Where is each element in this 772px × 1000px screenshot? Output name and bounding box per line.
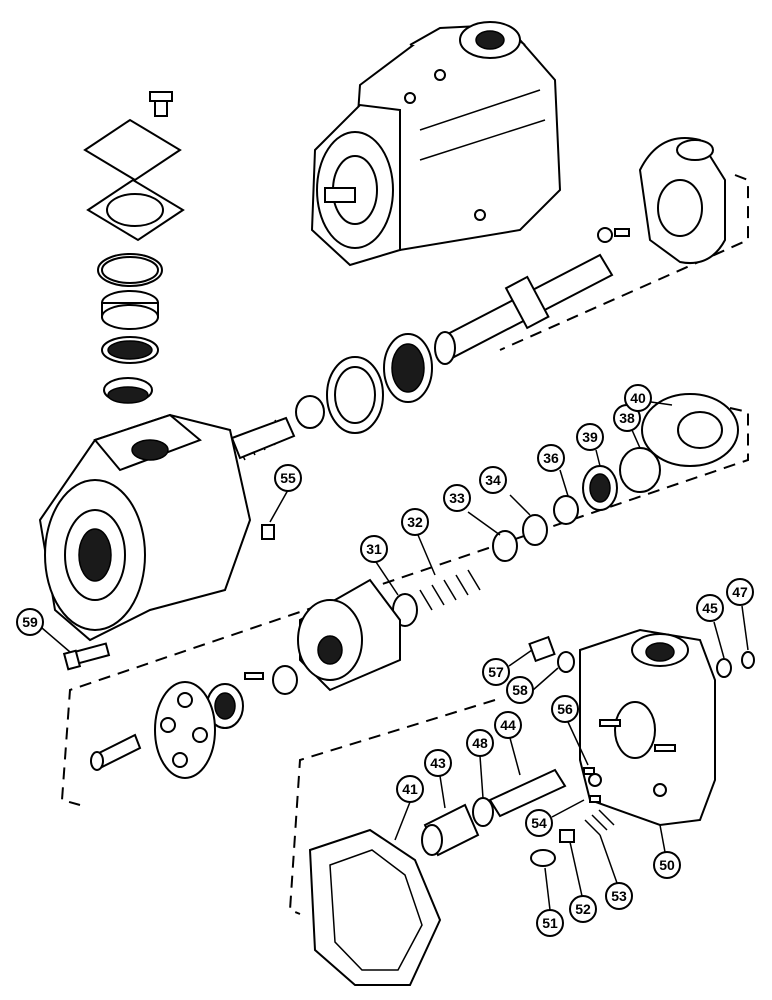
callout-43: 43 xyxy=(424,749,452,777)
callout-58: 58 xyxy=(506,676,534,704)
assembled-pump xyxy=(310,21,562,267)
rotating-group-parts xyxy=(90,393,739,779)
svg-text:58: 58 xyxy=(512,682,528,698)
svg-text:33: 33 xyxy=(449,490,465,506)
svg-text:55: 55 xyxy=(280,470,296,486)
pump-housing xyxy=(38,413,275,642)
leader-lines xyxy=(41,401,749,911)
callout-52: 52 xyxy=(569,895,597,923)
svg-text:50: 50 xyxy=(659,857,675,873)
svg-text:45: 45 xyxy=(702,600,718,616)
svg-text:40: 40 xyxy=(630,390,646,406)
callout-48: 48 xyxy=(466,729,494,757)
end-cover xyxy=(528,628,755,867)
svg-text:38: 38 xyxy=(619,410,635,426)
callout-51: 51 xyxy=(536,909,564,937)
spool-and-gasket xyxy=(308,768,567,986)
callout-53: 53 xyxy=(605,882,633,910)
swashplate xyxy=(597,137,726,264)
svg-text:52: 52 xyxy=(575,901,591,917)
callout-36: 36 xyxy=(537,444,565,472)
svg-text:47: 47 xyxy=(732,584,748,600)
svg-text:44: 44 xyxy=(500,717,516,733)
callout-54: 54 xyxy=(525,809,553,837)
group-outlines xyxy=(60,174,749,915)
svg-text:32: 32 xyxy=(407,514,423,530)
callout-39: 39 xyxy=(576,423,604,451)
callout-41: 41 xyxy=(396,775,424,803)
cover-stack xyxy=(83,91,185,404)
callout-40: 40 xyxy=(624,384,652,412)
bolt-59 xyxy=(62,642,111,671)
callout-56: 56 xyxy=(551,695,579,723)
callout-34: 34 xyxy=(479,466,507,494)
callout-57: 57 xyxy=(482,658,510,686)
svg-text:57: 57 xyxy=(488,664,504,680)
svg-text:34: 34 xyxy=(485,472,501,488)
svg-text:59: 59 xyxy=(22,614,38,630)
callout-38: 38 xyxy=(613,404,641,432)
svg-text:56: 56 xyxy=(557,701,573,717)
callout-55: 55 xyxy=(274,464,302,492)
shaft-assembly xyxy=(230,253,614,461)
callout-50: 50 xyxy=(653,851,681,879)
callout-32: 32 xyxy=(401,508,429,536)
svg-text:53: 53 xyxy=(611,888,627,904)
svg-text:41: 41 xyxy=(402,781,418,797)
callout-45: 45 xyxy=(696,594,724,622)
svg-text:51: 51 xyxy=(542,915,558,931)
callout-33: 33 xyxy=(443,484,471,512)
svg-text:43: 43 xyxy=(430,755,446,771)
callout-59: 59 xyxy=(16,608,44,636)
svg-text:48: 48 xyxy=(472,735,488,751)
svg-text:54: 54 xyxy=(531,815,547,831)
callout-47: 47 xyxy=(726,578,754,606)
svg-text:31: 31 xyxy=(366,541,382,557)
callout-31: 31 xyxy=(360,535,388,563)
callout-44: 44 xyxy=(494,711,522,739)
svg-text:36: 36 xyxy=(543,450,559,466)
svg-text:39: 39 xyxy=(582,429,598,445)
